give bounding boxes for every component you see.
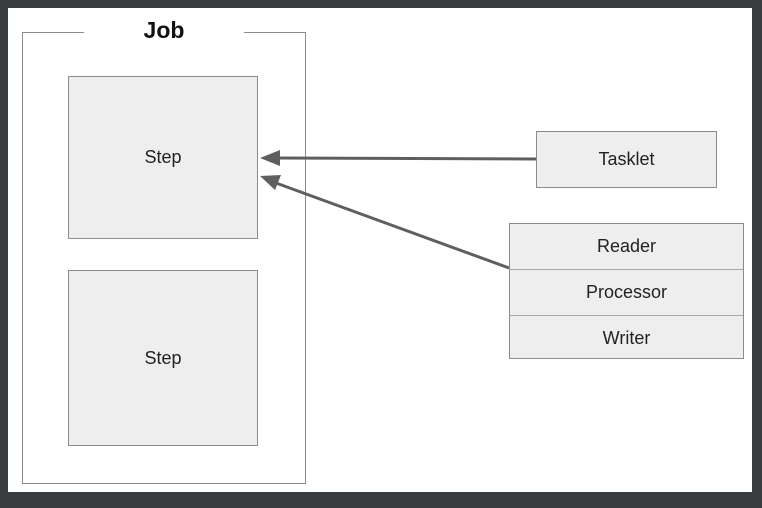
step-label-1: Step: [144, 147, 182, 167]
step-box-2: Step: [68, 270, 258, 446]
arrows-layer: [260, 150, 537, 270]
writer-row: Writer: [602, 328, 651, 348]
tasklet-box: Tasklet: [536, 131, 717, 188]
chunk-to-step-arrow: [275, 181, 510, 270]
step-box-1: Step: [68, 76, 258, 239]
chunk-stack: Reader Processor Writer: [509, 223, 744, 359]
chunk-arrowhead: [260, 175, 281, 190]
tasklet-arrowhead: [260, 150, 280, 166]
tasklet-to-step-arrow: [277, 156, 537, 161]
diagram-canvas: Job Step Step Tasklet Reader Processor W…: [8, 8, 752, 492]
tasklet-label: Tasklet: [598, 149, 655, 169]
processor-row: Processor: [510, 270, 743, 316]
job-title: Job: [84, 12, 244, 48]
reader-row: Reader: [510, 224, 743, 270]
step-label-2: Step: [144, 347, 182, 368]
